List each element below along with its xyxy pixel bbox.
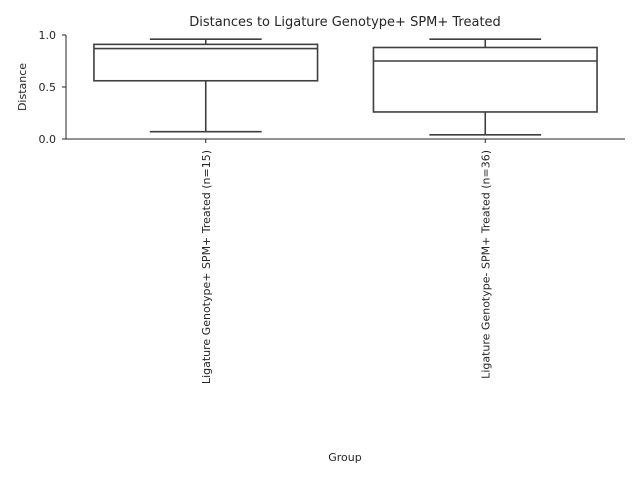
- box-1: [93, 38, 319, 133]
- x-tick-label: Ligature Genotype- SPM+ Treated (n=36): [479, 150, 492, 379]
- box-series: [93, 38, 598, 136]
- x-axis-label: Group: [328, 451, 362, 464]
- x-tick-label: Ligature Genotype+ SPM+ Treated (n=15): [200, 150, 213, 384]
- chart-title: Distances to Ligature Genotype+ SPM+ Tre…: [189, 15, 501, 30]
- box-iqr: [372, 46, 598, 113]
- y-tick-label: 0.0: [39, 133, 57, 146]
- y-axis-label: Distance: [16, 63, 29, 111]
- y-tick-label: 1.0: [39, 29, 57, 42]
- x-axis-ticks: Ligature Genotype+ SPM+ Treated (n=15) Li…: [200, 139, 492, 384]
- box-iqr: [93, 43, 319, 82]
- y-tick-label: 0.5: [39, 81, 57, 94]
- box-2: [372, 38, 598, 136]
- y-axis-ticks: 0.0 0.5 1.0: [39, 29, 66, 146]
